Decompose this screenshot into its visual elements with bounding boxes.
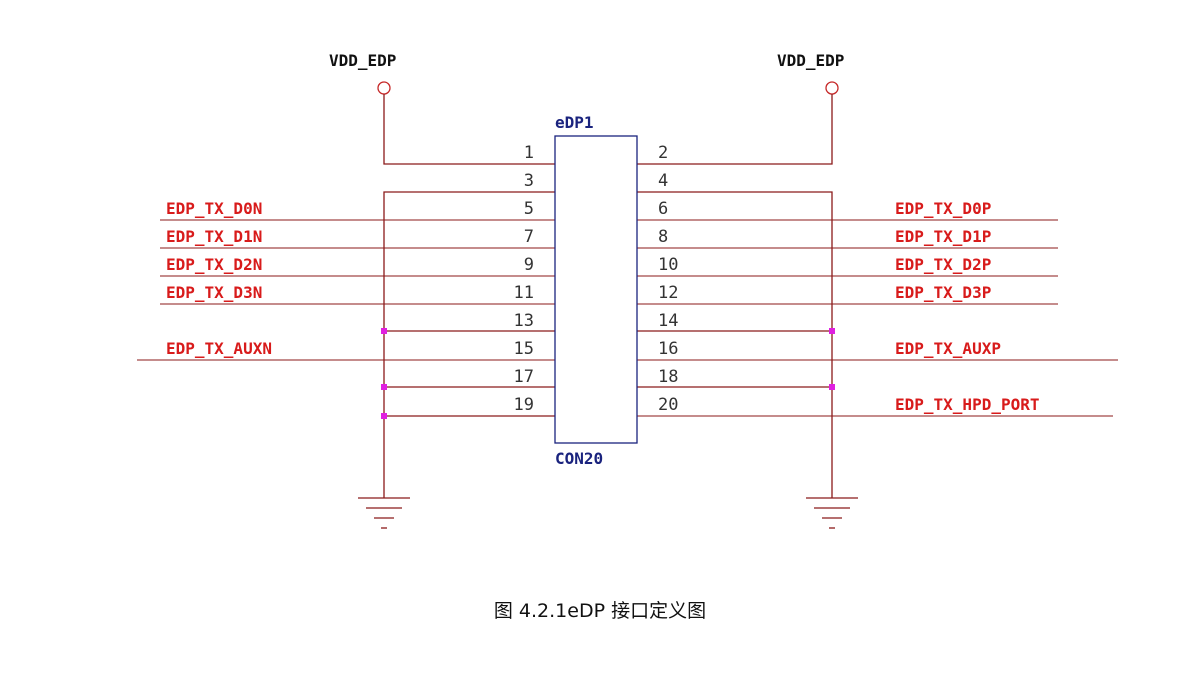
pin-number-left: 7 — [524, 227, 534, 247]
pin-number-left: 17 — [514, 367, 534, 387]
net-label-right: EDP_TX_D1P — [895, 227, 991, 246]
component-designator: eDP1 — [555, 113, 594, 132]
junction-dot — [829, 384, 835, 390]
pin-number-right: 14 — [658, 311, 678, 331]
wire-vdd-left — [383, 94, 555, 165]
net-label-left: EDP_TX_D0N — [166, 199, 262, 218]
pin-number-left: 9 — [524, 255, 534, 275]
pin-number-right: 8 — [658, 227, 668, 247]
pin-number-right: 18 — [658, 367, 678, 387]
net-label-left: EDP_TX_D3N — [166, 283, 262, 302]
ground-symbol-right — [806, 497, 858, 529]
junction-dot — [829, 328, 835, 334]
net-label-right: EDP_TX_AUXP — [895, 339, 1001, 358]
pin-number-right: 4 — [658, 171, 668, 191]
pin-number-right: 6 — [658, 199, 668, 219]
power-port-left — [377, 81, 391, 95]
pin-number-right: 2 — [658, 143, 668, 163]
net-label-right: EDP_TX_D2P — [895, 255, 991, 274]
net-label-right: EDP_TX_D3P — [895, 283, 991, 302]
power-label-left: VDD_EDP — [329, 51, 396, 70]
net-label-right: EDP_TX_D0P — [895, 199, 991, 218]
junction-dot — [381, 328, 387, 334]
wire-gnd-bus-right — [637, 191, 833, 498]
figure-caption: 图 4.2.1eDP 接口定义图 — [493, 600, 707, 622]
connector-body — [554, 135, 638, 444]
junction-dot — [381, 384, 387, 390]
pin-number-left: 19 — [514, 395, 534, 415]
wire-vdd-right — [637, 94, 833, 165]
ground-symbol-left — [358, 497, 410, 529]
pin-number-right: 16 — [658, 339, 678, 359]
net-label-left: EDP_TX_D2N — [166, 255, 262, 274]
pin-number-left: 1 — [524, 143, 534, 163]
power-label-right: VDD_EDP — [777, 51, 844, 70]
pin-number-left: 13 — [514, 311, 534, 331]
pin-number-right: 12 — [658, 283, 678, 303]
net-label-right: EDP_TX_HPD_PORT — [895, 395, 1040, 414]
pin-number-left: 3 — [524, 171, 534, 191]
junction-dot — [381, 413, 387, 419]
power-port-right — [825, 81, 839, 95]
net-label-left: EDP_TX_D1N — [166, 227, 262, 246]
pin-number-right: 20 — [658, 395, 678, 415]
component-value: CON20 — [555, 449, 603, 468]
net-label-left: EDP_TX_AUXN — [166, 339, 272, 358]
wire-gnd-bus-left — [383, 191, 555, 498]
pin-number-left: 15 — [514, 339, 534, 359]
pin-number-left: 5 — [524, 199, 534, 219]
pin-number-right: 10 — [658, 255, 678, 275]
pin-number-left: 11 — [514, 283, 534, 303]
